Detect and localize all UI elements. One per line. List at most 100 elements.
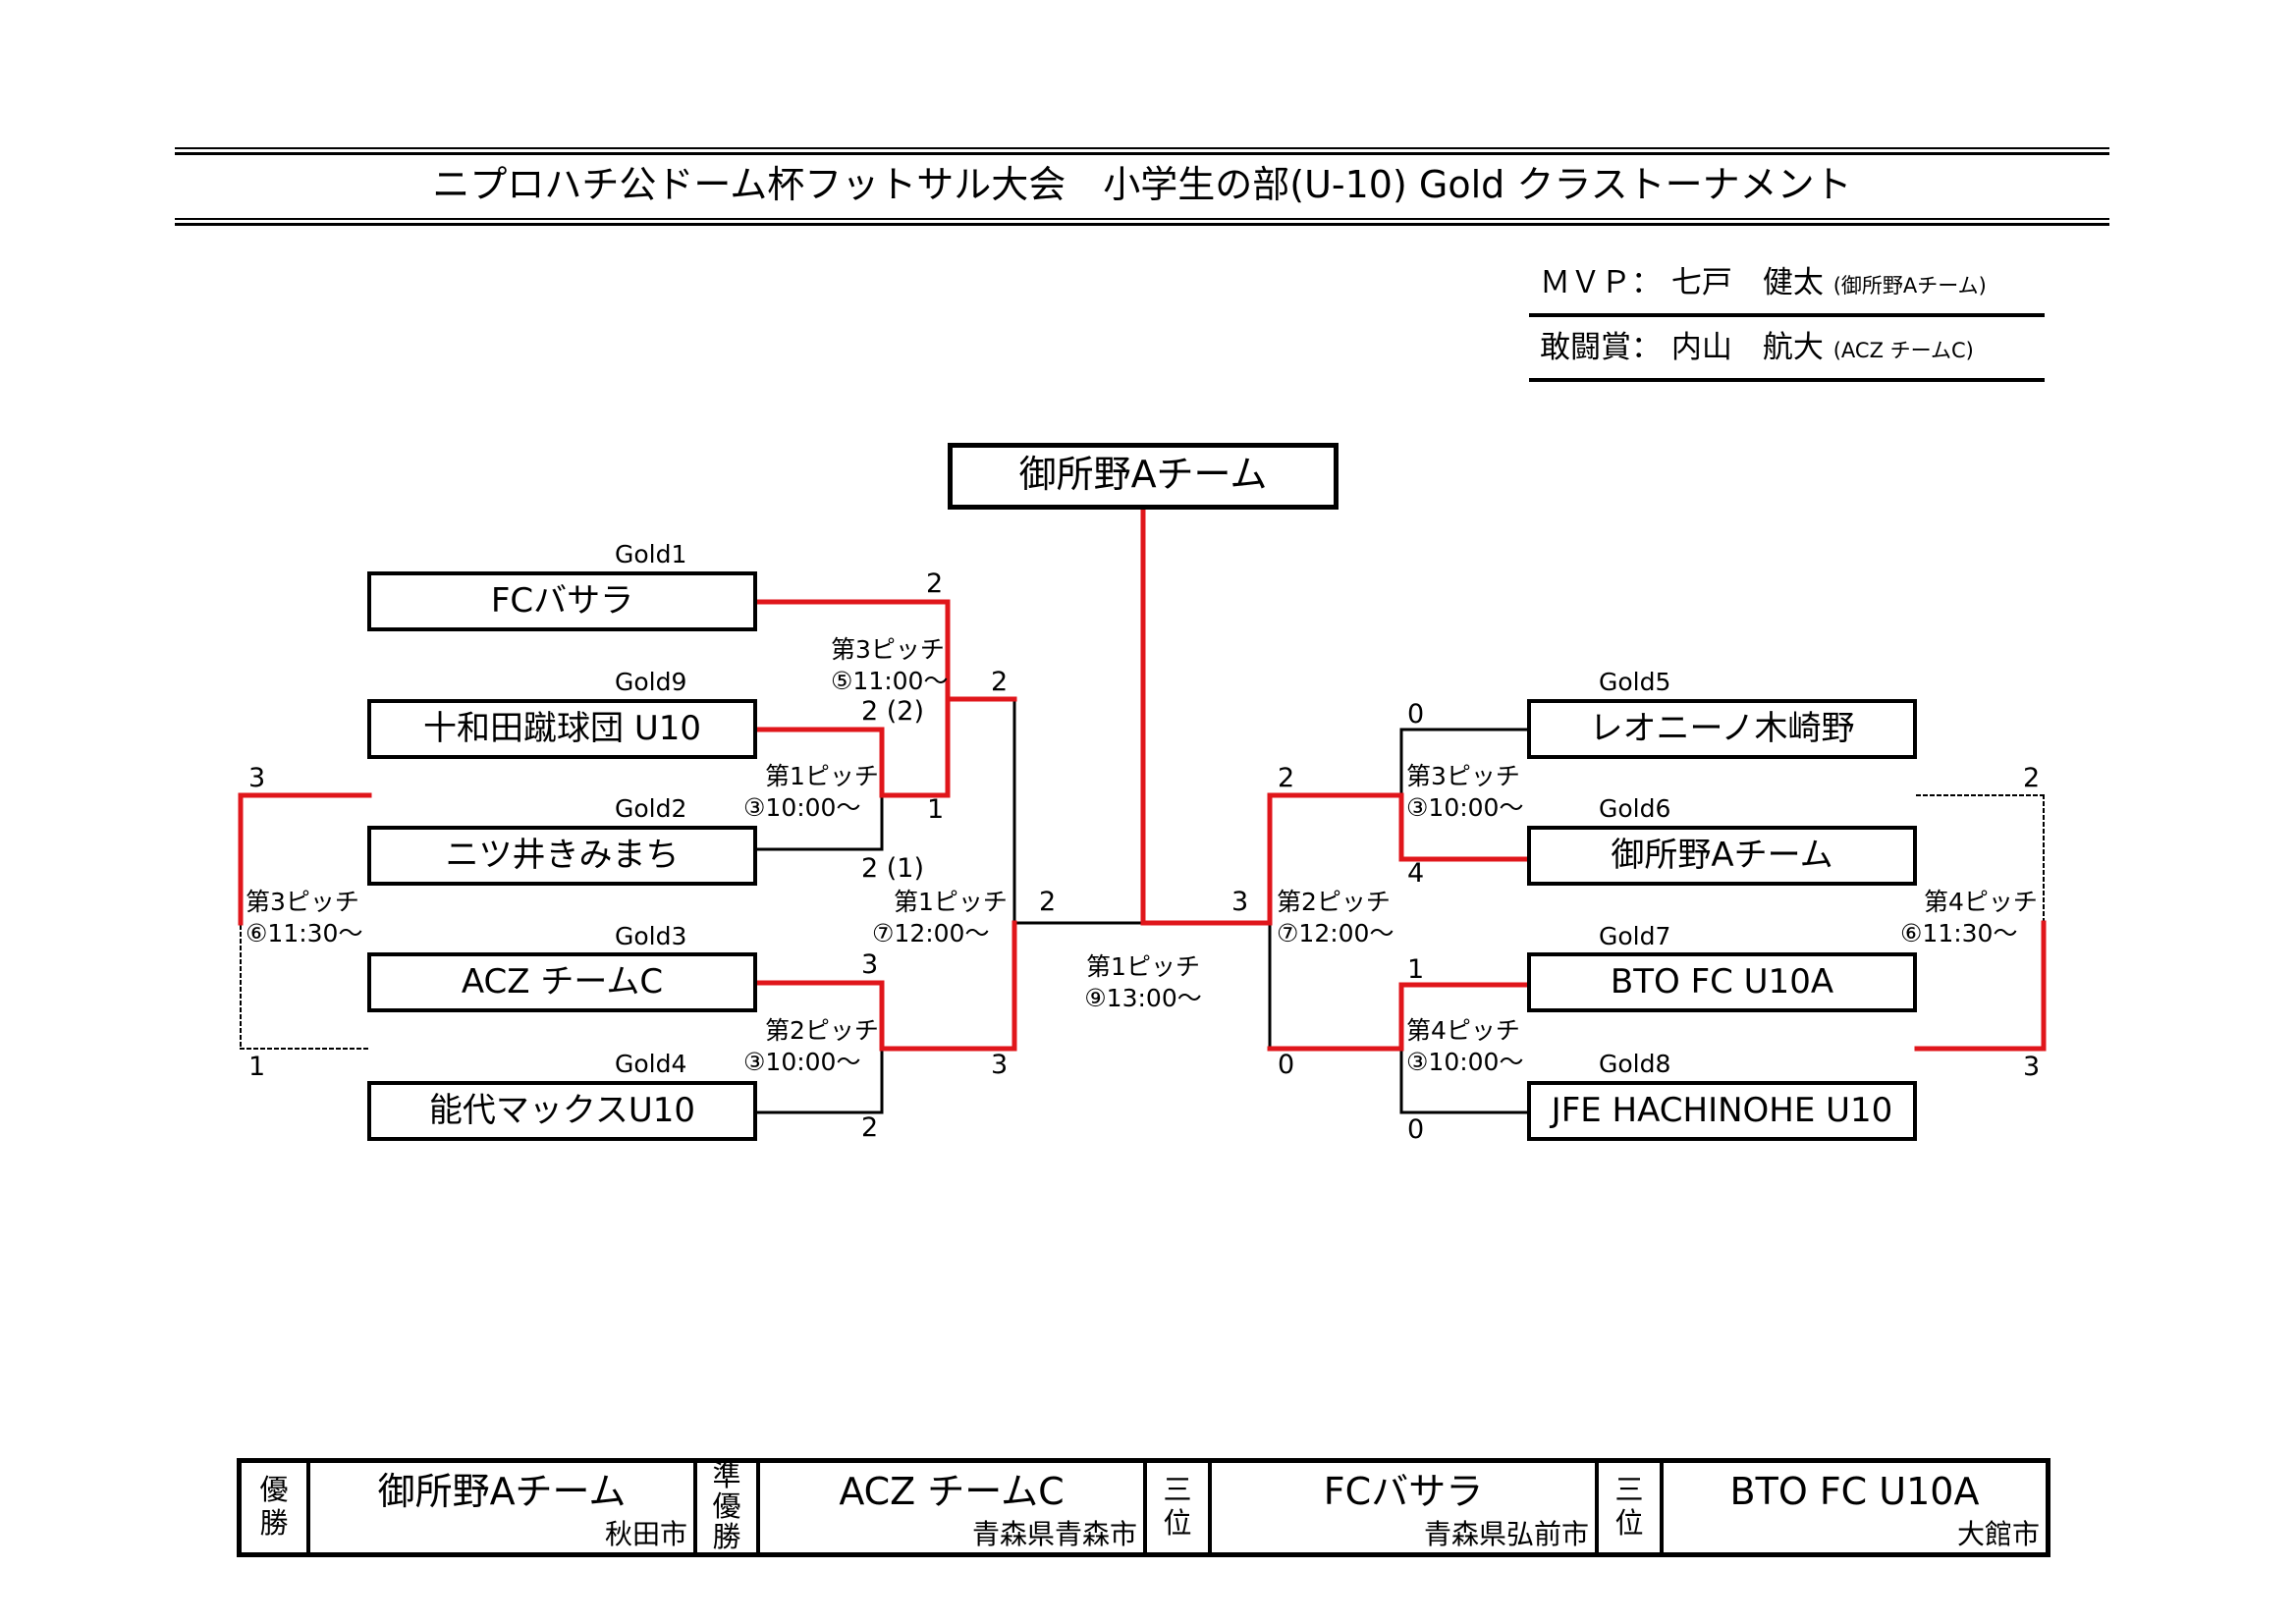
fighting-spirit-name: 内山 航大 bbox=[1670, 330, 1824, 365]
result-team: FCバサラ bbox=[1323, 1470, 1484, 1513]
score: 1 bbox=[1407, 954, 1425, 985]
team-box: FCバサラ bbox=[367, 571, 757, 631]
match-pitch: 第2ピッチ bbox=[765, 1016, 879, 1045]
score: 4 bbox=[1407, 858, 1425, 889]
match-time: ⑥11:30～ bbox=[246, 919, 363, 947]
match-info: 第2ピッチ ⑦12:00～ bbox=[1277, 887, 1394, 949]
team-box: 十和田蹴球団 U10 bbox=[367, 699, 757, 759]
team-box: レオニーノ木崎野 bbox=[1527, 699, 1917, 759]
team-cell: FCバサラ 青森県弘前市 bbox=[1208, 1463, 1595, 1552]
result-team: 御所野Aチーム bbox=[377, 1470, 627, 1513]
match-time: ⑤11:00～ bbox=[831, 667, 949, 695]
result-city: 青森県青森市 bbox=[971, 1518, 1137, 1550]
seed-label: Gold1 bbox=[615, 540, 687, 568]
fighting-spirit-rule bbox=[1529, 378, 2045, 382]
match-time: ③10:00～ bbox=[743, 1048, 861, 1076]
match-pitch: 第3ピッチ bbox=[831, 635, 945, 664]
score: 2 bbox=[1278, 763, 1295, 793]
score: 2 (1) bbox=[861, 853, 925, 884]
rank-label: 優 勝 bbox=[259, 1473, 289, 1540]
rank-cell: 優 勝 bbox=[242, 1463, 306, 1552]
match-pitch: 第4ピッチ bbox=[1924, 888, 2038, 916]
score: 3 bbox=[861, 949, 879, 980]
score: 3 bbox=[2023, 1052, 2041, 1082]
match-pitch: 第3ピッチ bbox=[1406, 762, 1520, 790]
rank-label: 三 位 bbox=[1614, 1473, 1644, 1540]
match-time: ③10:00～ bbox=[1406, 1048, 1524, 1076]
mvp-team: (御所野Aチーム) bbox=[1832, 274, 1987, 298]
score: 2 bbox=[991, 667, 1009, 697]
score: 2 bbox=[926, 568, 944, 599]
mvp-label: ＭＶＰ： bbox=[1540, 265, 1662, 300]
match-info: 第1ピッチ ⑦12:00～ bbox=[872, 887, 1008, 949]
match-time: ③10:00～ bbox=[743, 793, 861, 822]
fighting-spirit-line: 敢闘賞： 内山 航大 (ACZ チームC) bbox=[1540, 330, 1974, 368]
score: 2 bbox=[2023, 763, 2041, 793]
results-table: 優 勝 御所野Aチーム 秋田市 準 優 勝 ACZ チームC 青森県青森市 三 … bbox=[237, 1458, 2050, 1557]
match-info: 第3ピッチ ⑥11:30～ bbox=[246, 887, 362, 949]
team-box: ACZ チームC bbox=[367, 952, 757, 1012]
mvp-line: ＭＶＰ： 七戸 健太 (御所野Aチーム) bbox=[1540, 265, 1987, 303]
score: 3 bbox=[1231, 887, 1249, 917]
title-bottom-rule bbox=[175, 218, 2109, 226]
score: 0 bbox=[1407, 1114, 1425, 1145]
match-info: 第2ピッチ ③10:00～ bbox=[743, 1015, 879, 1078]
team-box: ニツ井きみまち bbox=[367, 826, 757, 886]
title-bar: ニプロハチ公ドーム杯フットサル大会 小学生の部(U-10) Gold クラストー… bbox=[175, 147, 2109, 226]
fighting-spirit-label: 敢闘賞： bbox=[1540, 330, 1662, 365]
seed-label: Gold9 bbox=[615, 668, 687, 696]
score: 2 bbox=[861, 1112, 879, 1143]
seed-label: Gold4 bbox=[615, 1050, 687, 1078]
result-city: 秋田市 bbox=[604, 1518, 687, 1550]
score: 3 bbox=[991, 1050, 1009, 1080]
score: 0 bbox=[1407, 699, 1425, 730]
score: 3 bbox=[248, 763, 266, 793]
match-time: ⑦12:00～ bbox=[872, 919, 990, 947]
match-pitch: 第2ピッチ bbox=[1277, 888, 1391, 916]
match-info: 第3ピッチ ⑤11:00～ bbox=[831, 634, 948, 697]
rank-label: 三 位 bbox=[1163, 1473, 1192, 1540]
seed-label: Gold2 bbox=[615, 794, 687, 823]
seed-label: Gold8 bbox=[1599, 1050, 1671, 1078]
team-box: 能代マックスU10 bbox=[367, 1081, 757, 1141]
team-cell: 御所野Aチーム 秋田市 bbox=[306, 1463, 693, 1552]
mvp-rule bbox=[1529, 313, 2045, 317]
rank-cell: 三 位 bbox=[1143, 1463, 1208, 1552]
rank-label: 準 優 勝 bbox=[712, 1459, 741, 1553]
fighting-spirit-team: (ACZ チームC) bbox=[1832, 339, 1974, 362]
result-team: ACZ チームC bbox=[839, 1470, 1065, 1513]
result-city: 大館市 bbox=[1956, 1518, 2040, 1550]
score: 2 bbox=[1039, 887, 1057, 917]
champion-top-box: 御所野Aチーム bbox=[948, 443, 1339, 510]
title-top-rule bbox=[175, 147, 2109, 155]
mvp-name: 七戸 健太 bbox=[1670, 265, 1824, 300]
match-time: ⑦12:00～ bbox=[1277, 919, 1394, 947]
match-info: 第1ピッチ ⑨13:00～ bbox=[1074, 951, 1212, 1014]
match-pitch: 第1ピッチ bbox=[1086, 952, 1200, 981]
seed-label: Gold6 bbox=[1599, 794, 1671, 823]
seed-label: Gold5 bbox=[1599, 668, 1671, 696]
match-pitch: 第3ピッチ bbox=[246, 888, 359, 916]
match-pitch: 第4ピッチ bbox=[1406, 1016, 1520, 1045]
seed-label: Gold3 bbox=[615, 922, 687, 950]
result-team: BTO FC U10A bbox=[1729, 1470, 1980, 1513]
team-cell: BTO FC U10A 大館市 bbox=[1660, 1463, 2046, 1552]
page-title: ニプロハチ公ドーム杯フットサル大会 小学生の部(U-10) Gold クラストー… bbox=[432, 163, 1852, 206]
team-box: BTO FC U10A bbox=[1527, 952, 1917, 1012]
score: 2 (2) bbox=[861, 696, 925, 727]
match-info: 第1ピッチ ③10:00～ bbox=[743, 761, 879, 824]
match-time: ⑨13:00～ bbox=[1084, 984, 1202, 1012]
team-box: 御所野Aチーム bbox=[1527, 826, 1917, 886]
rank-cell: 準 優 勝 bbox=[693, 1459, 756, 1553]
match-time: ⑥11:30～ bbox=[1900, 919, 2018, 947]
rank-cell: 三 位 bbox=[1595, 1463, 1660, 1552]
score: 1 bbox=[248, 1052, 266, 1082]
match-info: 第4ピッチ ③10:00～ bbox=[1406, 1015, 1523, 1078]
match-time: ③10:00～ bbox=[1406, 793, 1524, 822]
result-city: 青森県弘前市 bbox=[1423, 1518, 1589, 1550]
match-pitch: 第1ピッチ bbox=[765, 762, 879, 790]
team-cell: ACZ チームC 青森県青森市 bbox=[756, 1463, 1143, 1552]
match-info: 第3ピッチ ③10:00～ bbox=[1406, 761, 1523, 824]
